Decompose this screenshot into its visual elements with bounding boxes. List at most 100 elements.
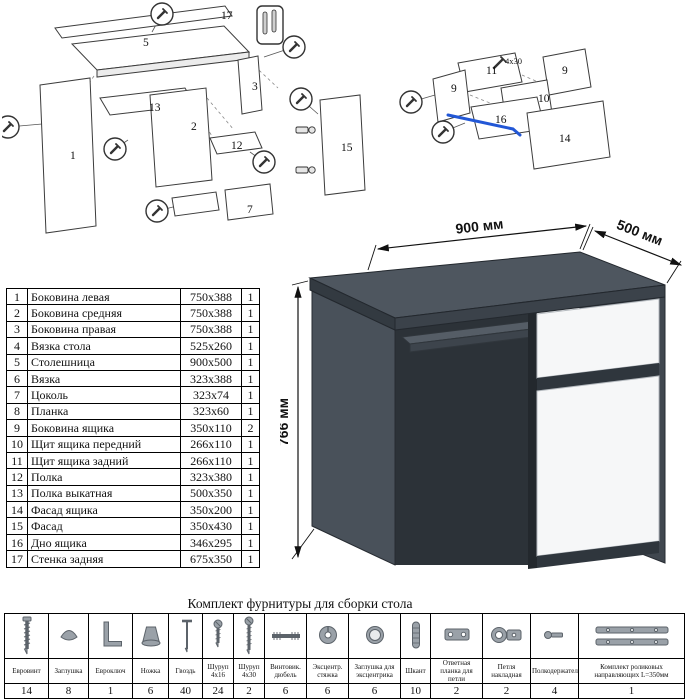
euro-screw-icon xyxy=(22,616,31,655)
hinge-fitting-icon xyxy=(295,126,316,174)
part-size: 323x60 xyxy=(180,402,242,421)
dowel-callout xyxy=(256,5,284,45)
drawer-label-9-right: 9 xyxy=(562,65,568,77)
hardware-table: Евровинт Заглушка Евроключ Ножка Гвоздь … xyxy=(4,613,685,700)
facade-panel xyxy=(319,94,366,196)
part-size: 346x295 xyxy=(180,533,242,552)
hardware-names-row: Евровинт Заглушка Евроключ Ножка Гвоздь … xyxy=(4,657,685,685)
hardware-name: Шуруп 4x30 xyxy=(233,657,265,685)
cap-icon xyxy=(59,630,78,641)
drawer-side-panel-left xyxy=(432,69,471,123)
part-size: 900x500 xyxy=(180,353,242,371)
hardware-qty: 8 xyxy=(48,683,89,700)
part-qty: 2 xyxy=(241,419,260,437)
hardware-qty: 1 xyxy=(88,683,133,700)
part-num: 13 xyxy=(6,484,28,503)
hardware-qty: 4 xyxy=(530,683,579,700)
dimension-height: 766 мм xyxy=(280,280,315,560)
hinge-icon xyxy=(490,627,521,643)
part-size: 266x110 xyxy=(180,435,242,453)
shelf-support-icon xyxy=(543,631,563,639)
drawer-label-11: 11 xyxy=(486,65,498,77)
hardware-qty: 40 xyxy=(168,683,203,700)
part-num: 14 xyxy=(6,501,28,519)
screw-long-icon xyxy=(244,616,254,655)
hardware-name: Евровинт xyxy=(4,657,49,685)
hardware-name: Ножка xyxy=(132,657,169,685)
part-name: Дно ящика xyxy=(27,533,181,552)
part-num: 6 xyxy=(6,369,28,388)
hardware-qty: 1 xyxy=(578,683,685,700)
hardware-name: Шуруп 4x16 xyxy=(202,657,234,685)
dimension-width: 900 мм xyxy=(367,215,591,271)
nail-icon xyxy=(182,619,192,653)
part-qty: 1 xyxy=(241,304,260,322)
part-label-2: 2 xyxy=(191,121,197,133)
part-num: 16 xyxy=(6,533,28,552)
hardware-qty: 14 xyxy=(4,683,49,700)
hardware-name: Заглушка для эксцентрика xyxy=(348,657,401,685)
hardware-qty: 6 xyxy=(264,683,307,700)
part-qty: 1 xyxy=(241,287,260,306)
cam-lock-icon xyxy=(318,626,337,644)
drawer-facade xyxy=(526,100,611,170)
part-num: 8 xyxy=(6,402,28,421)
part-size: 266x110 xyxy=(180,451,242,470)
part-qty: 1 xyxy=(241,517,260,535)
drawer-label-10: 10 xyxy=(538,93,550,105)
middle-side-panel xyxy=(149,87,213,188)
drawer-label-9-left: 9 xyxy=(451,83,457,95)
part-name: Щит ящика задний xyxy=(27,451,181,470)
part-size: 675x350 xyxy=(180,550,242,568)
part-label-12: 12 xyxy=(231,140,243,152)
hardware-kit-title: Комплект фурнитуры для сборки стола xyxy=(187,596,413,611)
part-size: 750x388 xyxy=(180,287,242,306)
part-qty: 1 xyxy=(241,468,260,486)
hardware-name: Эксцентр. стяжка xyxy=(306,657,349,685)
part-num: 7 xyxy=(6,386,28,404)
svg-text:766 мм: 766 мм xyxy=(280,398,291,446)
part-name: Боковина левая xyxy=(27,287,181,306)
part-num: 12 xyxy=(6,468,28,486)
part-qty: 1 xyxy=(241,369,260,388)
exploded-diagram xyxy=(2,2,366,234)
part-size: 350x110 xyxy=(180,419,242,437)
screw-short-icon xyxy=(213,619,223,648)
plinth xyxy=(537,541,659,568)
hardware-qty-row: 14 8 1 6 40 24 2 6 6 6 10 2 2 4 1 xyxy=(4,683,685,700)
cam-cap-icon xyxy=(365,626,384,644)
part-size: 323x74 xyxy=(180,386,242,404)
part-num: 4 xyxy=(6,337,28,355)
fastener-callout-icon xyxy=(399,90,455,144)
hardware-name: Винтовик. дюбель xyxy=(264,657,307,685)
assembled-desk-render: 900 мм 500 мм 766 мм xyxy=(280,215,683,569)
part-qty: 1 xyxy=(241,386,260,404)
svg-text:500 мм: 500 мм xyxy=(615,216,665,248)
door-front xyxy=(536,375,660,557)
hardware-qty: 2 xyxy=(430,683,483,700)
drawer-bottom-panel xyxy=(171,191,220,217)
part-qty: 1 xyxy=(241,533,260,552)
part-size: 750x388 xyxy=(180,320,242,339)
part-num: 3 xyxy=(6,320,28,339)
part-size: 323x380 xyxy=(180,468,242,486)
roller-guide-highlight xyxy=(446,113,522,137)
wood-dowel-icon xyxy=(411,621,420,649)
hardware-name: Заглушка xyxy=(48,657,89,685)
hardware-name: Ответная планка для петли xyxy=(430,657,483,685)
part-num: 15 xyxy=(6,517,28,535)
hardware-name: Гвоздь xyxy=(168,657,203,685)
part-num: 5 xyxy=(6,353,28,371)
part-qty: 1 xyxy=(241,435,260,453)
part-num: 11 xyxy=(6,451,28,470)
right-side-panel xyxy=(237,55,263,115)
hardware-icons-row xyxy=(4,613,685,659)
